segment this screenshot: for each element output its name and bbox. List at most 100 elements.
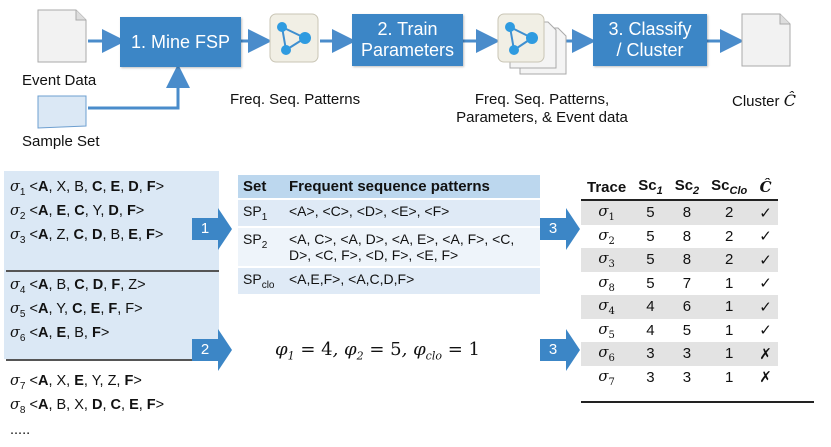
trace-sigma-3: σ3 <A, Z, C, D, B, E, F> [10,227,164,246]
trace-sigma-7: σ7 <A, X, E, Y, Z, F> [10,373,142,392]
params-label-line2: Parameters, & Event data [456,109,628,126]
sample-traces-panel [4,171,219,359]
result-header-scclo: ScClo [705,175,754,201]
result-row: σ5 4 5 1 ✓ [581,319,778,343]
result-row: σ7 3 3 1 ✗ [581,366,778,390]
step-marker-3b: 3 [548,341,558,358]
result-trace-cell: σ1 [581,200,633,225]
result-trace-cell: σ3 [581,248,633,272]
step-marker-3a: 3 [548,220,558,237]
trace-sigma-8: σ8 <A, B, X, D, C, E, F> [10,397,165,416]
phi-formula: φ1 = 4, φ2 = 5, φclo = 1 [275,339,480,363]
mine-fsp-step: 1. Mine FSP [120,17,241,67]
result-sc1-cell: 3 [646,368,655,386]
patterns-set-cell: SPclo [238,265,284,294]
patterns-header-patterns: Frequent sequence patterns [284,175,540,199]
result-row: σ8 5 7 1 ✓ [581,272,778,296]
result-sc2-cell: 8 [682,227,692,245]
result-sc1-cell: 5 [646,227,655,245]
result-sc2-cell: 3 [682,368,692,386]
cluster-c-hat-symbol: Ĉ [783,91,796,110]
result-scclo-cell: 1 [705,295,754,319]
result-class-mark: ✓ [753,200,778,225]
result-header-trace: Trace [581,175,633,201]
train-label-line2: Parameters [360,40,455,60]
result-sc1-cell: 4 [646,321,655,339]
result-class-mark: ✓ [759,322,772,340]
patterns-table: Set Frequent sequence patterns SP1<A>, <… [238,175,540,294]
result-class-mark: ✓ [753,248,778,272]
patterns-set-cell: SP1 [238,198,284,227]
result-scclo-cell: 1 [725,274,734,292]
result-trace-cell: σ2 [598,225,615,247]
traces-ellipsis: ..... [10,422,31,438]
trace-sigma-2: σ2 <A, E, C, Y, D, F> [10,203,145,222]
trace-sigma-4: σ4 <A, B, C, D, F, Z> [10,277,146,296]
result-class-mark: ✗ [753,342,778,366]
arrow-sample-to-mine [88,64,190,110]
sample-set-document-icon [37,95,87,129]
result-scclo-cell: 1 [725,368,734,386]
result-sc2-cell: 7 [682,274,692,292]
result-sc1-cell: 5 [646,274,655,292]
fsp-label: Freq. Seq. Patterns [230,91,361,108]
step-marker-2: 2 [200,341,210,358]
result-trace-cell: σ8 [598,272,615,294]
classify-label-line2: / Cluster [616,40,684,60]
trace-sigma-5: σ5 <A, Y, C, E, F, F> [10,301,143,320]
patterns-row: SP2<A, C>, <A, D>, <A, E>, <A, F>, <C, D… [238,225,540,267]
result-sc1-cell: 5 [632,200,669,225]
cluster-label-text: Cluster [732,93,780,110]
result-header-sc1: Sc1 [632,175,669,201]
patterns-list-cell: <A,E,F>, <A,C,D,F> [284,265,540,294]
trace-sigma-6: σ6 <A, E, B, F> [10,325,110,344]
result-scclo-cell: 2 [705,248,754,272]
train-label-line1: 2. Train [377,19,438,40]
result-scclo-cell: 2 [705,200,754,225]
mine-fsp-label: 1. Mine FSP [130,31,231,52]
classify-label-line1: 3. Classify [608,19,692,40]
result-class-mark: ✓ [753,295,778,319]
patterns-list-cell: <A>, <C>, <D>, <E>, <F> [284,198,540,227]
result-trace-cell: σ7 [598,366,615,388]
event-data-label: Event Data [22,72,97,89]
result-header-sc2: Sc2 [668,175,706,201]
result-sc1-cell: 3 [632,342,669,366]
traces-divider-2 [6,359,219,361]
cluster-label: Cluster Ĉ [732,91,796,110]
result-trace-cell: σ5 [598,319,615,341]
result-trace-cell: σ4 [581,295,633,319]
fsp-network-icon [269,13,319,63]
result-trace-cell: σ6 [581,342,633,366]
result-sc2-cell: 8 [668,248,706,272]
patterns-set-cell: SP2 [238,225,284,267]
trace-sigma-1: σ1 <A, X, B, C, E, D, F> [10,179,165,198]
result-scclo-cell: 2 [725,227,734,245]
result-scclo-cell: 1 [725,321,734,339]
pipeline-connectors [37,9,791,129]
result-sc2-cell: 5 [682,321,692,339]
patterns-row: SPclo<A,E,F>, <A,C,D,F> [238,265,540,294]
step-marker-1: 1 [200,220,210,237]
sample-set-label: Sample Set [22,133,100,150]
result-class-mark: ✓ [759,275,772,293]
result-sc2-cell: 8 [668,200,706,225]
patterns-header-set: Set [238,175,284,199]
result-header-c-hat: Ĉ [753,175,778,201]
traces-divider-1 [6,270,219,272]
train-parameters-step: 2. Train Parameters [352,14,463,66]
params-label-line1: Freq. Seq. Patterns, [474,91,610,108]
result-sc2-cell: 6 [668,295,706,319]
result-scclo-cell: 1 [705,342,754,366]
classify-cluster-step: 3. Classify / Cluster [593,14,707,66]
result-class-mark: ✗ [759,369,772,387]
patterns-row: SP1<A>, <C>, <D>, <E>, <F> [238,198,540,227]
patterns-list-cell: <A, C>, <A, D>, <A, E>, <A, F>, <C, D>, … [284,225,540,267]
params-stack-icon [497,13,567,75]
